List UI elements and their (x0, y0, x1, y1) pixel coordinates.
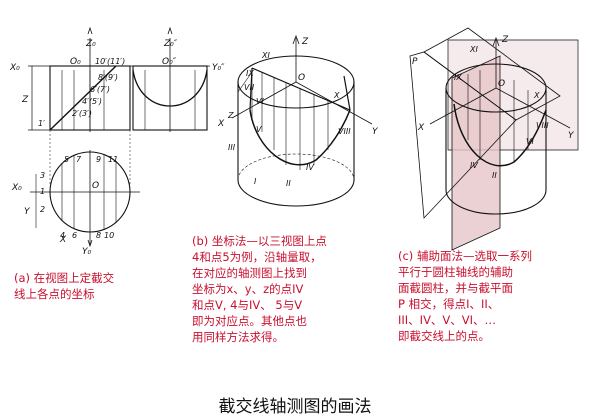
bot-num-10: 10 (104, 231, 114, 240)
c-roman-xi: XI (469, 45, 478, 54)
c-roman-viii: VIII (536, 121, 549, 130)
b-roman-x: X (333, 91, 340, 100)
c-x-axis-label: X (417, 123, 425, 133)
c-plane-p-label: P (412, 57, 418, 67)
pt-6-7-label: 6′(7′) (90, 85, 110, 94)
front-view (28, 26, 131, 185)
figure-title: 截交线轴测图的画法 (218, 397, 372, 417)
bot-num-4: 4 (60, 231, 65, 240)
b-z-axis-label: Z (301, 37, 309, 47)
top-num-11: 11 (108, 155, 118, 164)
side-z0-label: Z₀″ (163, 39, 178, 49)
top-num-9: 9 (96, 155, 101, 164)
x0-top-label: X₀ (9, 63, 20, 73)
c-z-axis-label: Z (501, 35, 509, 45)
b-z-small-label: Z (227, 111, 234, 120)
left-num-2: 2 (40, 205, 45, 214)
c-roman-vi: VI (526, 137, 534, 146)
z-dim-label: Z (21, 95, 29, 105)
side-o0-label: O₀″ (162, 57, 177, 67)
z0-label: Z₀ (85, 39, 96, 49)
c-roman-x: X (533, 91, 540, 100)
b-roman-iii: III (228, 143, 236, 152)
x0-bot-label: X₀ (11, 183, 22, 193)
bot-num-6: 6 (72, 231, 77, 240)
top-view (30, 150, 140, 248)
side-view (130, 26, 210, 132)
left-num-1: 1 (40, 187, 45, 196)
b-roman-ix: IX (246, 69, 254, 78)
left-num-3: 3 (40, 171, 45, 180)
c-y-axis-label: Y (568, 131, 575, 141)
x-dim-label: X (59, 235, 67, 245)
b-y-axis-label: Y (372, 127, 379, 137)
b-roman-iv: IV (306, 163, 314, 172)
axonometric-cylinder-c (409, 27, 579, 251)
pt-4-5-label: 4′(5′) (82, 97, 102, 106)
b-roman-vii: VII (244, 83, 255, 92)
pt-1-label: 1′ (38, 119, 45, 128)
b-roman-v: V (256, 125, 262, 134)
axonometric-cylinder-b (231, 34, 373, 207)
top-num-7: 7 (76, 155, 82, 164)
caption-a: (a) 在视图上定截交 线上各点的坐标 (14, 271, 115, 301)
pt-8-9-label: 8′(9′) (98, 73, 118, 82)
c-roman-ix: IX (454, 73, 462, 82)
c-origin-label: O (498, 79, 505, 89)
c-roman-iv: IV (470, 161, 478, 170)
pt-2-3-label: 2′(3′) (72, 109, 92, 118)
b-x-axis-label: X (217, 119, 225, 129)
b-roman-ii: II (286, 179, 291, 188)
top-num-5: 5 (64, 155, 69, 164)
y0-bot-label: Y₀ (82, 247, 91, 257)
bot-num-8: 8 (96, 231, 101, 240)
y-dim-label: Y (24, 207, 31, 217)
b-roman-viii: VIII (338, 127, 351, 136)
b-roman-i: I (254, 177, 257, 186)
b-origin-label: O (298, 73, 305, 83)
caption-c: (c) 辅助面法—选取一系列 平行于圆柱轴线的辅助 面截圆柱，并与截平面 P 相… (398, 249, 532, 343)
b-roman-vi: VI (256, 97, 264, 106)
caption-b: (b) 坐标法—以三视图上点 4和点5为例，沿轴量取， 在对应的轴测图上找到 坐… (192, 234, 327, 344)
o-bot-label: O (92, 181, 99, 191)
pt-10-11-label: 10′(11′) (95, 57, 125, 66)
b-roman-xi: XI (261, 51, 270, 60)
side-y0-label: Y₀″ (212, 63, 225, 73)
o0-top-label: O₀ (70, 57, 81, 67)
c-roman-ii: II (492, 171, 497, 180)
